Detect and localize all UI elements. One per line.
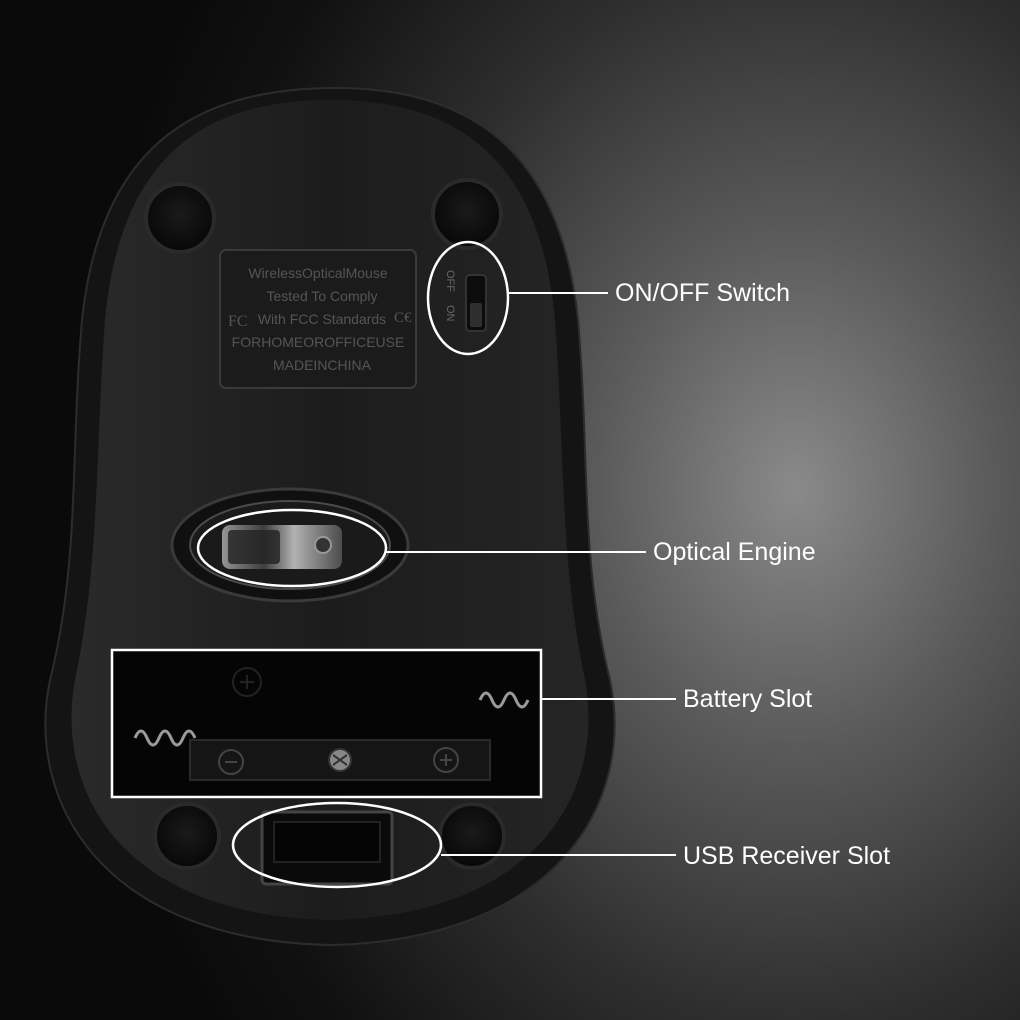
battery-slot-label: Battery Slot	[683, 685, 813, 713]
battery-plus-icon-right	[433, 747, 459, 773]
sensor-window	[228, 530, 280, 564]
battery-minus-icon-left	[218, 749, 244, 775]
label-line-4: FORHOMEOROFFICEUSE	[232, 334, 405, 350]
battery-plus-mark	[240, 675, 254, 689]
switch-on-label: ON	[444, 305, 456, 322]
label-line-3: With FCC Standards	[258, 311, 386, 327]
top-right-foot	[431, 178, 503, 250]
fc-mark-icon: FC	[228, 313, 248, 330]
sensor-led-icon	[314, 536, 332, 554]
optical-callout-ring	[196, 508, 388, 588]
right-spring-icon	[478, 691, 530, 709]
bottom-right-foot	[438, 802, 506, 870]
battery-screw-slot	[332, 754, 348, 766]
switch-off-label: OFF	[444, 270, 456, 292]
label-line-1: WirelessOpticalMouse	[248, 265, 387, 281]
bottom-left-foot	[153, 802, 221, 870]
label-line-5: MADEINCHINA	[273, 357, 372, 373]
ce-mark-icon: C€	[394, 310, 412, 326]
power-switch-knob	[470, 303, 482, 327]
optical-engine-label: Optical Engine	[653, 538, 816, 566]
usb-callout-ring	[231, 801, 443, 889]
label-line-2: Tested To Comply	[266, 288, 377, 304]
usb-slot-inner	[273, 821, 381, 863]
left-spring-icon	[133, 729, 197, 747]
battery-plus-mark-right	[440, 754, 452, 766]
label-plate	[219, 249, 417, 389]
usb-receiver-slot-label: USB Receiver Slot	[683, 842, 891, 870]
battery-callout-box	[110, 648, 543, 799]
top-left-foot	[144, 182, 216, 254]
on-off-switch-label: ON/OFF Switch	[615, 279, 791, 307]
switch-callout-ring	[426, 240, 510, 356]
battery-plus-icon	[232, 667, 262, 697]
